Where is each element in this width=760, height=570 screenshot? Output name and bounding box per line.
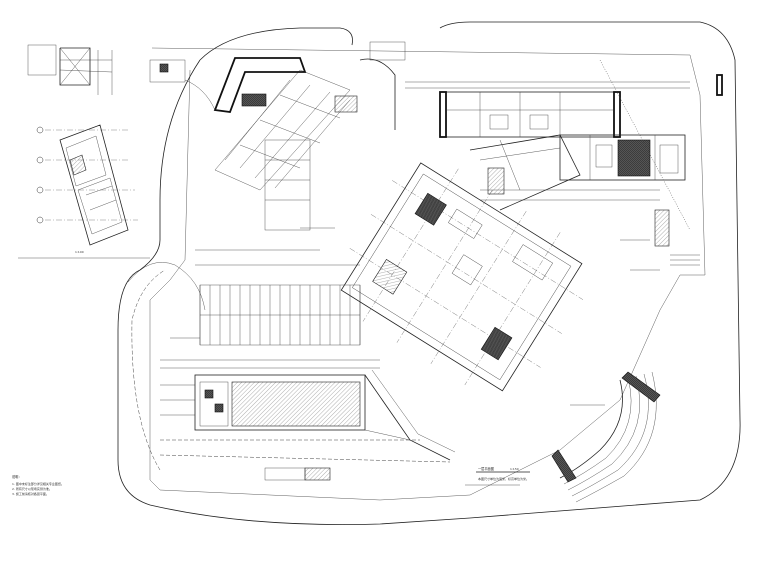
notes-line-1: 1. 图中未标注部分详见相关专业图纸。: [12, 481, 64, 486]
parking-diagonal: [214, 69, 351, 231]
detail-stair-block: [27, 44, 113, 95]
notes-line-2: 2. 所有尺寸以现场实测为准。: [12, 486, 52, 491]
plan-title-block: 一层平面图 1:150 本图尺寸单位为毫米，标高单位为米。: [476, 466, 530, 481]
site-boundary: [117, 21, 741, 525]
north-wing: [439, 91, 621, 138]
notes-line-3: 3. 施工前请核对各层平面。: [12, 491, 49, 496]
site-inner-boundary: [127, 47, 706, 501]
parking-rows: [195, 249, 361, 346]
general-notes: 说明： 1. 图中未标注部分详见相关专业图纸。 2. 所有尺寸以现场实测为准。 …: [12, 474, 64, 496]
plan-title: 一层平面图: [478, 466, 494, 471]
plan-scale: 1:150: [510, 467, 519, 471]
curved-stair: [551, 371, 661, 503]
entrance-ramp: [149, 41, 406, 130]
annotation-leaders: [170, 227, 660, 486]
south-diagonal-wall: [159, 369, 456, 463]
south-block: [160, 374, 366, 481]
central-building: [340, 162, 584, 392]
plan-subnote: 本图尺寸单位为毫米，标高单位为米。: [478, 476, 529, 481]
dimension-lines: [160, 59, 691, 369]
north-east-wing: [559, 74, 723, 266]
connector-corridor: [469, 134, 660, 211]
sub-plan-scale: 1:100: [75, 250, 84, 254]
notes-header: 说明：: [12, 474, 22, 479]
sub-plan: 1:100: [18, 124, 150, 259]
